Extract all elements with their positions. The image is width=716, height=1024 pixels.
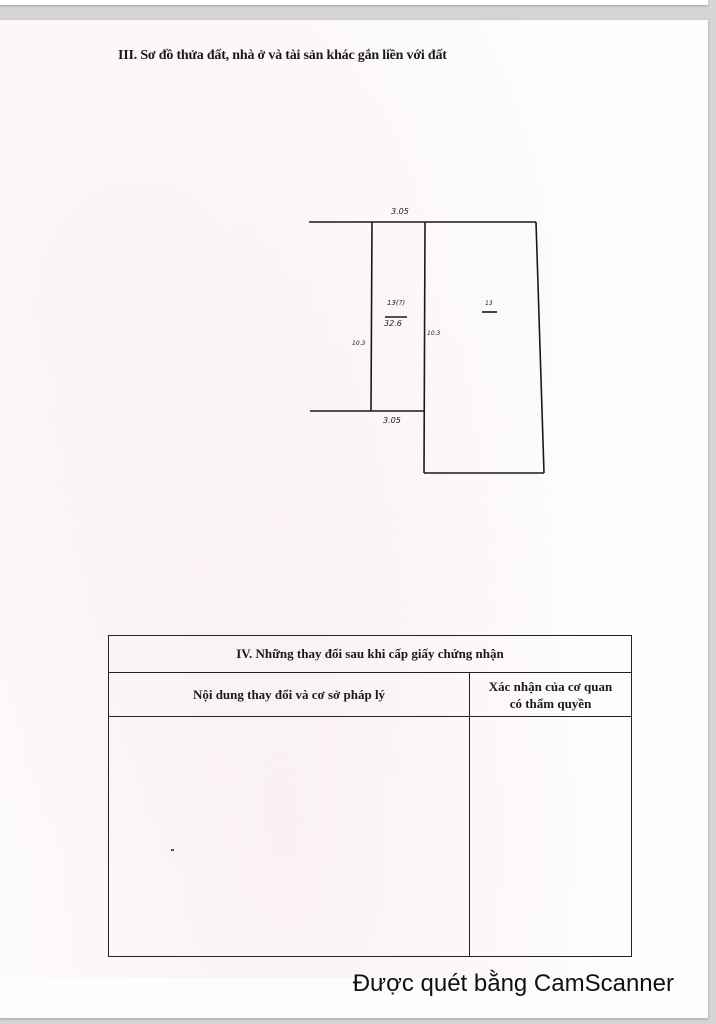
label-middle-depth: 10.3 xyxy=(427,330,441,337)
label-bottom-width: 3.05 xyxy=(383,416,401,425)
scan-speck xyxy=(171,849,174,851)
scan-background xyxy=(0,20,708,978)
authority-cell xyxy=(470,717,631,956)
column-header-content: Nội dung thay đổi và cơ sở pháp lý xyxy=(109,673,470,717)
label-top-width: 3.05 xyxy=(391,207,409,216)
scanned-page: III. Sơ đồ thửa đất, nhà ở và tài sản kh… xyxy=(0,20,708,1018)
label-parcel-area: 32.6 xyxy=(384,319,402,328)
label-parcel-number: 13(?) xyxy=(387,299,406,307)
column-header-authority-line1: Xác nhận của cơ quan xyxy=(488,678,613,694)
label-left-depth: 10.3 xyxy=(352,340,366,347)
section-iii-title: III. Sơ đồ thửa đất, nhà ở và tài sản kh… xyxy=(118,48,447,63)
column-header-authority: Xác nhận của cơ quan có thẩm quyền xyxy=(470,673,631,717)
column-header-authority-line2: có thẩm quyền xyxy=(509,695,592,711)
previous-page-edge xyxy=(0,0,708,5)
content-cell xyxy=(109,717,470,956)
label-adjacent-parcel: 13 xyxy=(485,300,493,307)
changes-table: IV. Những thay đổi sau khi cấp giấy chứn… xyxy=(108,635,632,957)
camscanner-watermark: Được quét bằng CamScanner xyxy=(352,970,674,997)
section-iv-title: IV. Những thay đổi sau khi cấp giấy chứn… xyxy=(109,636,631,673)
land-parcel-diagram xyxy=(309,221,545,474)
